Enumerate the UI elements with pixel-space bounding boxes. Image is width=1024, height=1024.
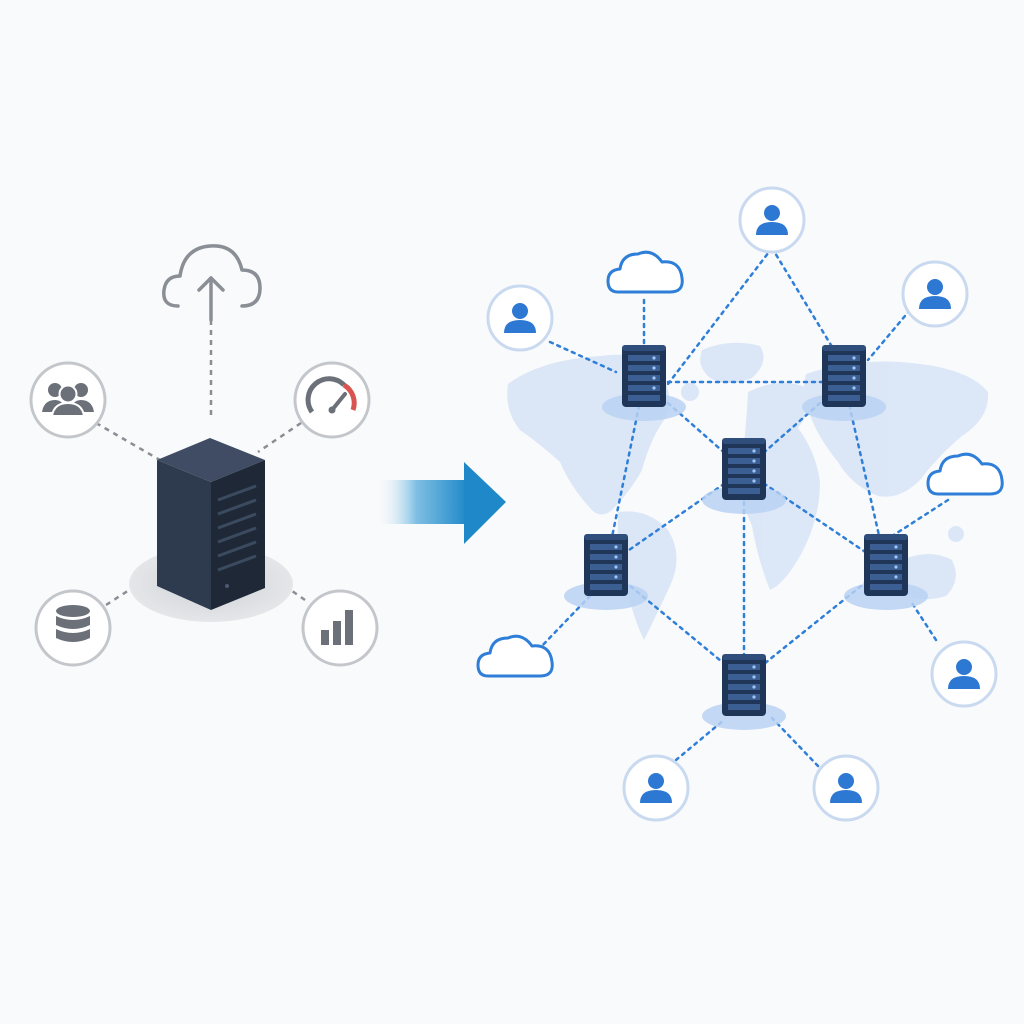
cloud-node-1: [606, 250, 684, 294]
users-group-icon: [29, 361, 107, 439]
server-node-6: [702, 654, 786, 730]
database-icon: [34, 589, 112, 667]
cloud-upload-icon: [162, 244, 262, 322]
speedometer-icon: [293, 361, 371, 439]
bar-chart-icon: [301, 589, 379, 667]
user-node-3: [901, 260, 969, 328]
transition-arrow: [374, 462, 506, 544]
user-node-4: [930, 640, 998, 708]
user-node-6: [812, 754, 880, 822]
user-node-5: [622, 754, 690, 822]
single-server: [129, 438, 293, 622]
user-node-2: [486, 284, 554, 352]
cloud-node-2: [926, 452, 1004, 496]
user-node-1: [738, 186, 806, 254]
cloud-node-3: [476, 634, 554, 678]
